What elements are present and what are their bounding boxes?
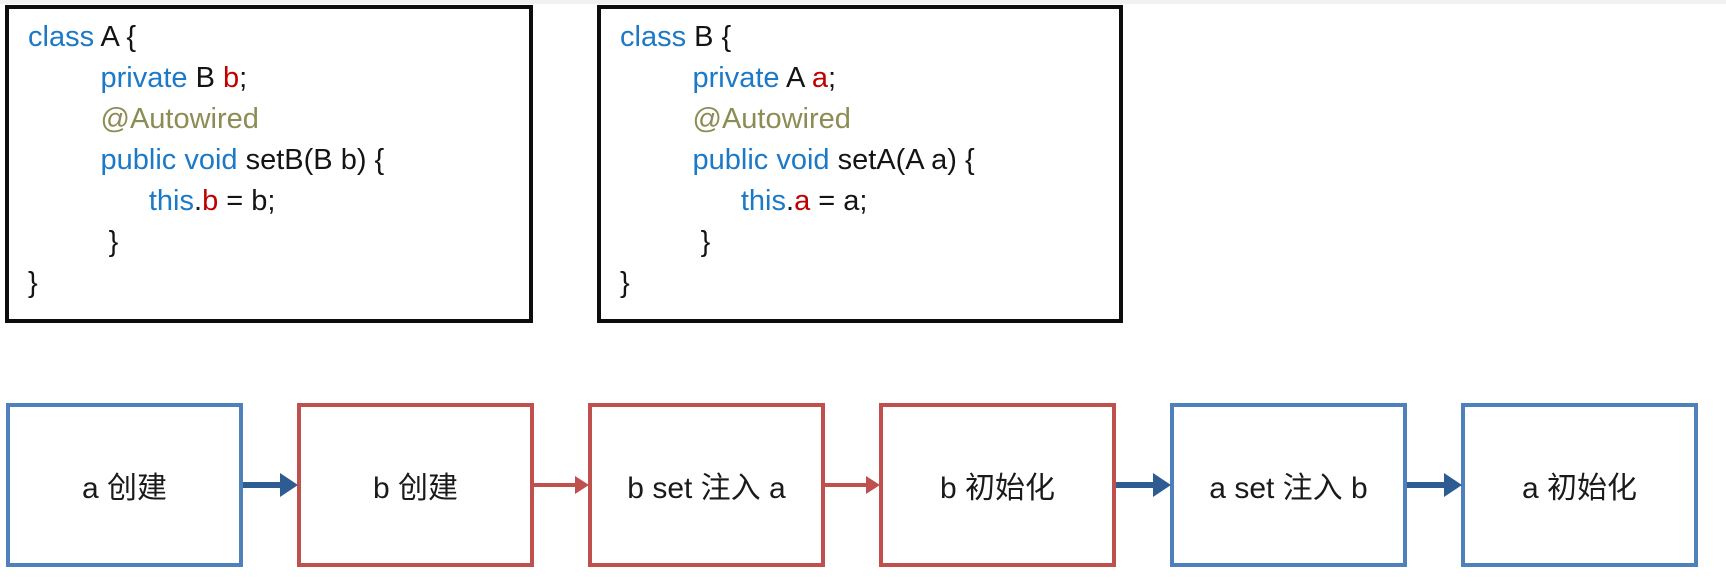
flow-node-4: b 初始化 xyxy=(879,403,1116,567)
arrow-head-icon xyxy=(280,473,298,497)
code-line: @Autowired xyxy=(620,99,1119,140)
flow-arrow-3 xyxy=(825,463,880,507)
code-segment-annotation: @Autowired xyxy=(692,103,851,135)
code-segment-plain: . xyxy=(786,185,795,217)
code-segment-keyword: class xyxy=(28,21,101,53)
code-segment-plain: A { xyxy=(100,21,137,53)
code-segment-plain xyxy=(620,62,693,94)
code-segment-plain xyxy=(28,62,101,94)
code-segment-plain: . xyxy=(194,185,203,217)
flow-arrow-4 xyxy=(1116,463,1171,507)
code-segment-plain xyxy=(28,185,149,217)
flow-node-label: b 创建 xyxy=(372,472,459,505)
flow-arrow-5 xyxy=(1407,463,1462,507)
code-segment-keyword: this xyxy=(740,185,786,217)
code-segment-plain: } xyxy=(28,267,38,299)
code-segment-keyword: private xyxy=(100,62,196,94)
code-line: } xyxy=(28,263,529,304)
code-segment-plain: } xyxy=(28,226,119,258)
code-line: } xyxy=(620,222,1119,263)
flow-node-label: a 初始化 xyxy=(1521,472,1638,505)
code-segment-plain xyxy=(620,185,741,217)
code-segment-plain xyxy=(28,103,101,135)
code-segment-annotation: @Autowired xyxy=(100,103,259,135)
arrow-shaft xyxy=(243,482,282,488)
code-line: } xyxy=(28,222,529,263)
code-line: private B b; xyxy=(28,58,529,99)
flow-node-2: b 创建 xyxy=(297,403,534,567)
code-segment-keyword: public void xyxy=(100,144,246,176)
arrow-head-icon xyxy=(866,476,880,494)
code-segment-plain: B xyxy=(195,62,224,94)
flow-arrow-1 xyxy=(243,463,298,507)
arrow-shaft xyxy=(825,483,867,487)
code-segment-keyword: class xyxy=(620,21,695,53)
code-segment-identifier: b xyxy=(202,185,219,217)
code-line: this.a = a; xyxy=(620,181,1119,222)
flow-node-label: b set 注入 a xyxy=(627,472,786,505)
flow-node-3: b set 注入 a xyxy=(588,403,825,567)
code-segment-plain: B { xyxy=(694,21,732,53)
code-segment-plain: setA(A a) { xyxy=(837,144,975,176)
code-segment-plain xyxy=(28,144,101,176)
arrow-shaft xyxy=(1407,482,1446,488)
arrow-head-icon xyxy=(1153,473,1171,497)
code-segment-identifier: b xyxy=(223,62,240,94)
arrow-shaft xyxy=(1116,482,1155,488)
code-line: public void setA(A a) { xyxy=(620,140,1119,181)
flow-node-label: a 创建 xyxy=(81,472,168,505)
arrow-head-icon xyxy=(575,476,589,494)
code-segment-plain: A xyxy=(786,62,812,94)
code-segment-keyword: private xyxy=(692,62,787,94)
code-line: public void setB(B b) { xyxy=(28,140,529,181)
code-line: @Autowired xyxy=(28,99,529,140)
arrow-shaft xyxy=(534,483,576,487)
code-line: class A { xyxy=(28,17,529,58)
code-line: } xyxy=(620,263,1119,304)
code-line: class B { xyxy=(620,17,1119,58)
slide-top-edge xyxy=(0,0,1726,4)
code-block-class-b: class B { private A a; @Autowired public… xyxy=(597,5,1123,323)
code-segment-plain xyxy=(620,103,693,135)
code-segment-identifier: a xyxy=(811,62,828,94)
flow-diagram: a 创建 b 创建 b set 注入 a b 初始化 a set 注入 b a 初始化 xyxy=(6,403,1698,567)
code-segment-plain: = a; xyxy=(810,185,868,217)
flow-node-6: a 初始化 xyxy=(1461,403,1698,567)
code-segment-plain: ; xyxy=(827,62,837,94)
flow-node-label: b 初始化 xyxy=(939,472,1056,505)
code-segment-identifier: a xyxy=(794,185,811,217)
code-segment-plain: } xyxy=(620,226,711,258)
flow-node-1: a 创建 xyxy=(6,403,243,567)
code-block-class-a: class A { private B b; @Autowired public… xyxy=(5,5,533,323)
code-segment-plain: ; xyxy=(239,62,248,94)
code-segment-plain: setB(B b) { xyxy=(245,144,385,176)
code-line: private A a; xyxy=(620,58,1119,99)
flow-arrow-2 xyxy=(534,463,589,507)
code-segment-plain: = b; xyxy=(218,185,276,217)
code-segment-plain xyxy=(620,144,693,176)
code-line: this.b = b; xyxy=(28,181,529,222)
code-segment-keyword: public void xyxy=(692,144,838,176)
flow-node-5: a set 注入 b xyxy=(1170,403,1407,567)
code-segment-keyword: this xyxy=(148,185,194,217)
arrow-head-icon xyxy=(1444,473,1462,497)
code-segment-plain: } xyxy=(620,267,630,299)
flow-node-label: a set 注入 b xyxy=(1209,472,1368,505)
